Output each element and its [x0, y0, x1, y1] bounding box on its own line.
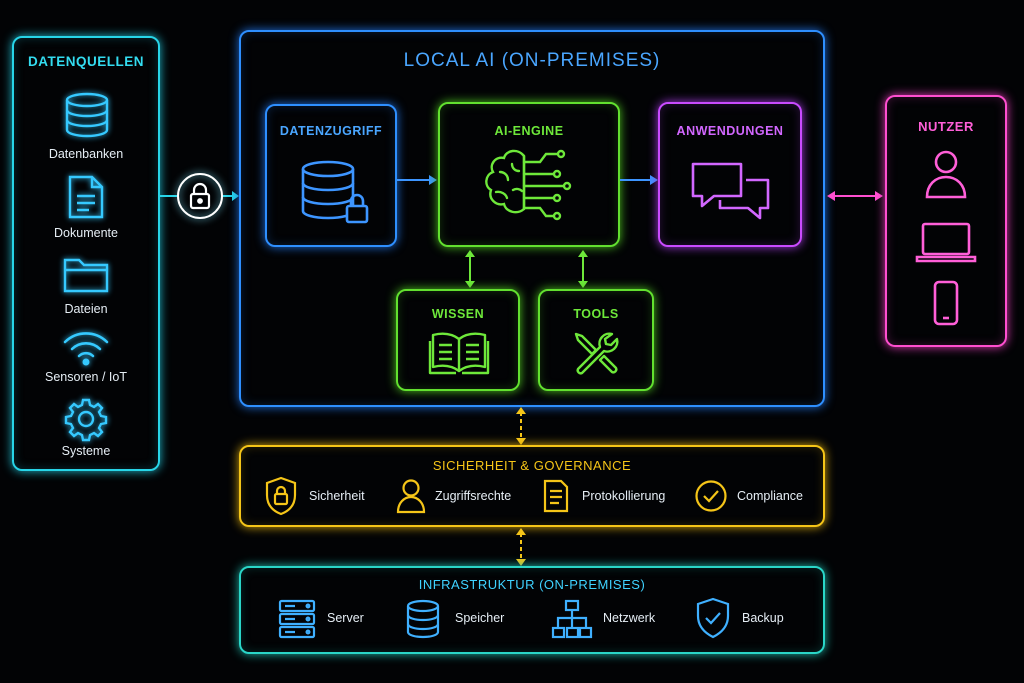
network-icon [551, 599, 593, 639]
source-label-files: Dateien [64, 302, 108, 316]
tools-title: TOOLS [573, 307, 619, 321]
security-panel: SICHERHEIT & GOVERNANCE [239, 445, 825, 527]
network-label: Netzwerk [603, 611, 656, 625]
document-icon [68, 175, 104, 219]
brain-circuit-icon [485, 149, 572, 221]
wifi-icon [63, 332, 109, 366]
server-label: Server [327, 611, 364, 625]
arrow-apps-users [827, 191, 883, 201]
local-ai-title: LOCAL AI (ON-PREMISES) [403, 50, 661, 71]
source-label-systems: Systeme [61, 444, 111, 458]
chat-bubbles-icon [691, 162, 770, 220]
arrow-data-to-engine [397, 175, 437, 185]
tools-card: TOOLS [538, 289, 654, 391]
book-icon [428, 332, 490, 375]
data-sources-title: DATENQUELLEN [28, 54, 144, 69]
arrow-engine-knowledge [465, 250, 475, 288]
smartphone-icon [933, 280, 959, 326]
data-sources-panel: DATENQUELLEN Datenbanken Dokumente Datei… [12, 36, 160, 471]
data-access-title: DATENZUGRIFF [279, 124, 383, 138]
storage-label: Speicher [455, 611, 505, 625]
ai-engine-title: AI-ENGINE [494, 124, 564, 138]
storage-icon [406, 599, 440, 639]
security-title: SICHERHEIT & GOVERNANCE [432, 458, 632, 473]
sources-to-ai-connector [160, 173, 239, 219]
database-lock-icon [301, 160, 369, 224]
knowledge-title: WISSEN [431, 307, 485, 321]
infrastructure-title: INFRASTRUKTUR (ON-PREMISES) [418, 577, 646, 592]
server-icon [278, 599, 316, 639]
backup-label: Backup [742, 611, 784, 625]
folder-icon [63, 258, 109, 293]
data-access-card: DATENZUGRIFF [265, 104, 397, 247]
arrow-ai-security [516, 407, 526, 445]
shield-check-icon [696, 597, 730, 639]
person-icon [925, 150, 967, 199]
applications-title: ANWENDUNGEN [676, 124, 784, 138]
infrastructure-panel: INFRASTRUKTUR (ON-PREMISES) [239, 566, 825, 654]
source-label-databases: Datenbanken [48, 147, 124, 161]
users-title: NUTZER [918, 119, 974, 134]
knowledge-card: WISSEN [396, 289, 520, 391]
local-ai-panel: LOCAL AI (ON-PREMISES) [239, 30, 825, 407]
arrow-security-infrastructure [516, 528, 526, 566]
compliance-label: Compliance [737, 489, 804, 503]
arrow-engine-tools [578, 250, 588, 288]
applications-card: ANWENDUNGEN [658, 102, 802, 247]
check-circle-icon [695, 480, 727, 512]
shield-lock-icon [265, 476, 297, 516]
arrow-engine-to-apps [620, 175, 658, 185]
source-label-sensors: Sensoren / IoT [45, 370, 127, 384]
users-panel: NUTZER [885, 95, 1007, 347]
ai-engine-card: AI-ENGINE [438, 102, 620, 247]
database-icon [65, 92, 109, 138]
security-label: Sicherheit [309, 489, 365, 503]
user-icon [396, 479, 426, 514]
wrench-screwdriver-icon [574, 332, 619, 375]
access-rights-label: Zugriffsrechte [435, 489, 512, 503]
gear-icon [64, 398, 108, 442]
logging-label: Protokollierung [582, 489, 666, 503]
log-icon [543, 479, 569, 513]
lock-icon [189, 182, 211, 210]
source-label-documents: Dokumente [54, 226, 118, 240]
laptop-icon [915, 222, 977, 263]
